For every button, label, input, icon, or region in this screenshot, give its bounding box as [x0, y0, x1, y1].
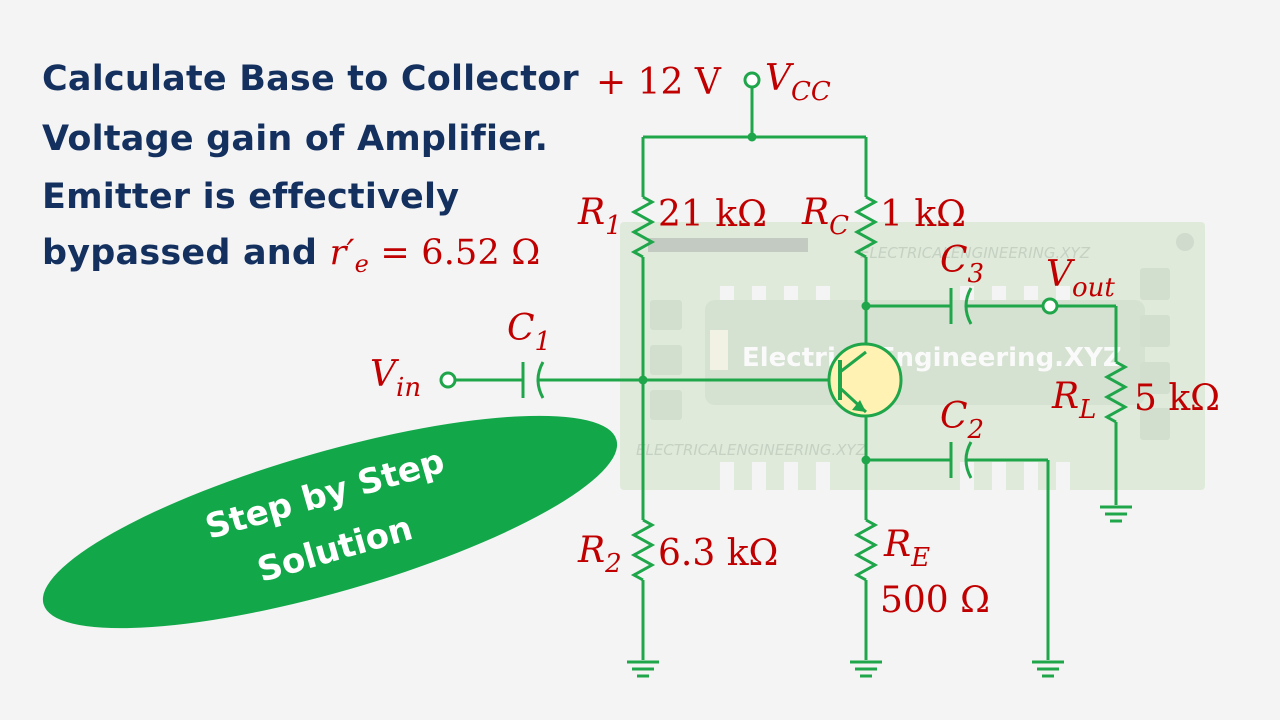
capacitor-c3 [949, 287, 973, 325]
wires [455, 88, 1118, 660]
re-subscript: e [354, 250, 370, 278]
resistor-rl [1103, 360, 1129, 424]
rl-value: 5 kΩ [1134, 378, 1220, 419]
re-value: = 6.52 Ω [369, 233, 541, 273]
ground-r2 [627, 660, 659, 678]
re-equation: r′e = 6.52 Ω [329, 233, 541, 277]
r1-label: R1 [577, 192, 622, 241]
rc-value: 1 kΩ [880, 194, 966, 235]
vcc-value-label: + 12 V [596, 62, 722, 103]
c2-label: C2 [940, 396, 984, 445]
c1-label: C1 [507, 308, 551, 357]
r2-value: 6.3 kΩ [658, 533, 778, 574]
ground-c2 [1032, 660, 1064, 678]
npn-transistor [827, 342, 903, 418]
resistor-rc [853, 195, 879, 259]
capacitor-c1 [521, 361, 545, 399]
question-line-4: bypassed and r′e = 6.52 Ω [42, 233, 541, 277]
question-line-4-text: bypassed and [42, 233, 330, 273]
question-line-1: Calculate Base to Collector [42, 59, 579, 99]
resistor-r2 [630, 518, 656, 582]
vcc-terminal [743, 71, 761, 89]
re-symbol: r′ [329, 233, 355, 273]
watermark-small-bottom: ELECTRICALENGINEERING.XYZ [636, 441, 867, 459]
r2-label: R2 [577, 530, 622, 579]
vout-label: Vout [1046, 254, 1115, 303]
rc-label: RC [801, 192, 849, 241]
watermark-small-top: ELECTRICALENGINEERING.XYZ [860, 244, 1091, 262]
watermark-board: ElectricalEngineering.XYZ ELECTRICALENGI… [620, 222, 1205, 490]
ground-re [850, 660, 882, 678]
vcc-label: VCC [765, 58, 831, 107]
resistor-re [853, 518, 879, 582]
question-line-2: Voltage gain of Amplifier. [42, 119, 549, 159]
resistor-r1 [630, 195, 656, 259]
vin-label: Vin [370, 354, 421, 403]
ground-rl [1100, 505, 1132, 523]
c3-label: C3 [940, 240, 984, 289]
re-label: RE [883, 524, 930, 573]
rl-label: RL [1051, 376, 1096, 425]
junction-dots [638, 132, 871, 465]
watermark-text: ElectricalEngineering.XYZ [742, 343, 1122, 373]
r1-value: 21 kΩ [658, 194, 767, 235]
question-line-3: Emitter is effectively [42, 177, 460, 217]
capacitor-c2 [949, 441, 973, 479]
step-by-step-badge: Step by Step Solution [42, 415, 618, 629]
re-resistor-value: 500 Ω [880, 580, 990, 621]
vin-terminal [439, 371, 457, 389]
vout-terminal [1041, 297, 1059, 315]
